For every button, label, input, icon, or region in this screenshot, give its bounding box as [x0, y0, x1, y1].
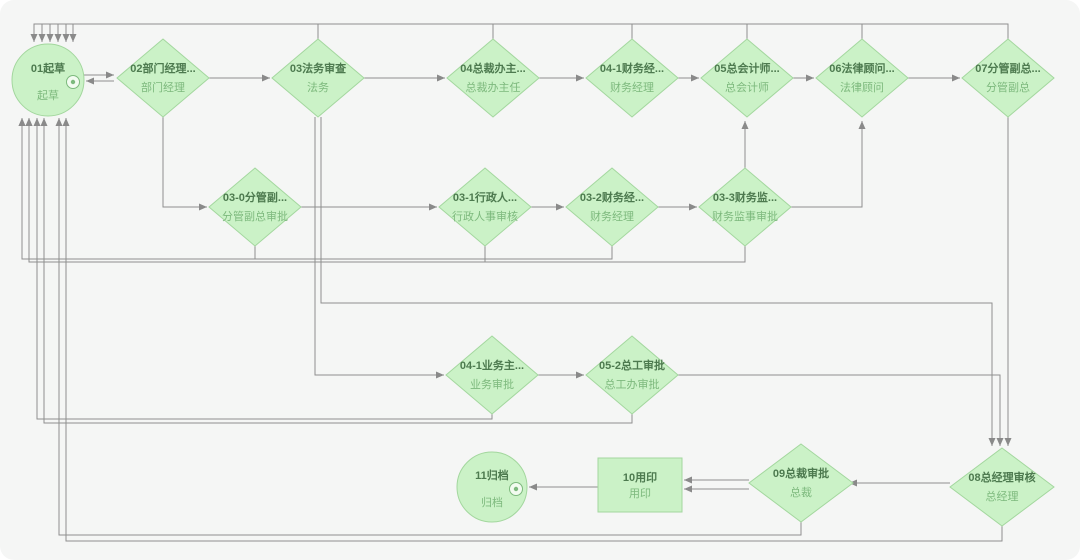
diamond-shape	[961, 38, 1055, 118]
edge-03-to-04-1y	[314, 117, 444, 379]
diamond-shape	[585, 335, 679, 415]
diamond-shape	[815, 38, 909, 118]
diamond-shape	[949, 447, 1055, 527]
edge-09-return-01	[55, 118, 802, 536]
circle-shape	[11, 43, 85, 117]
edge-03-3-to-06	[791, 121, 866, 208]
edge-05-2-to-08	[678, 374, 1004, 446]
edge-03-3-return-01	[25, 118, 746, 263]
diamond-shape	[698, 167, 792, 247]
edge-05-2-return-01	[40, 118, 633, 424]
state-dot-icon-dot	[513, 486, 519, 492]
diamond-shape	[565, 167, 659, 247]
edge-04-1y-return-01	[33, 118, 493, 420]
diamond-shape	[748, 443, 854, 523]
circle-shape	[456, 451, 528, 523]
state-dot-icon-dot	[70, 79, 76, 85]
edges-layer	[18, 23, 1012, 542]
diamond-shape	[700, 38, 794, 118]
diamond-shape	[585, 38, 679, 118]
diamond-shape	[445, 335, 539, 415]
edge-08-return-01	[62, 118, 1003, 542]
edge-02-to-03-0	[162, 117, 207, 211]
diamond-shape	[116, 38, 210, 118]
rect-shape	[597, 457, 683, 513]
diamond-shape	[208, 167, 302, 247]
edge-03-2-return-01	[18, 118, 613, 260]
diamond-shape	[438, 167, 532, 247]
edge-07-return-01	[30, 23, 1009, 42]
diamond-shape	[446, 38, 540, 118]
diamond-shape	[271, 38, 365, 118]
